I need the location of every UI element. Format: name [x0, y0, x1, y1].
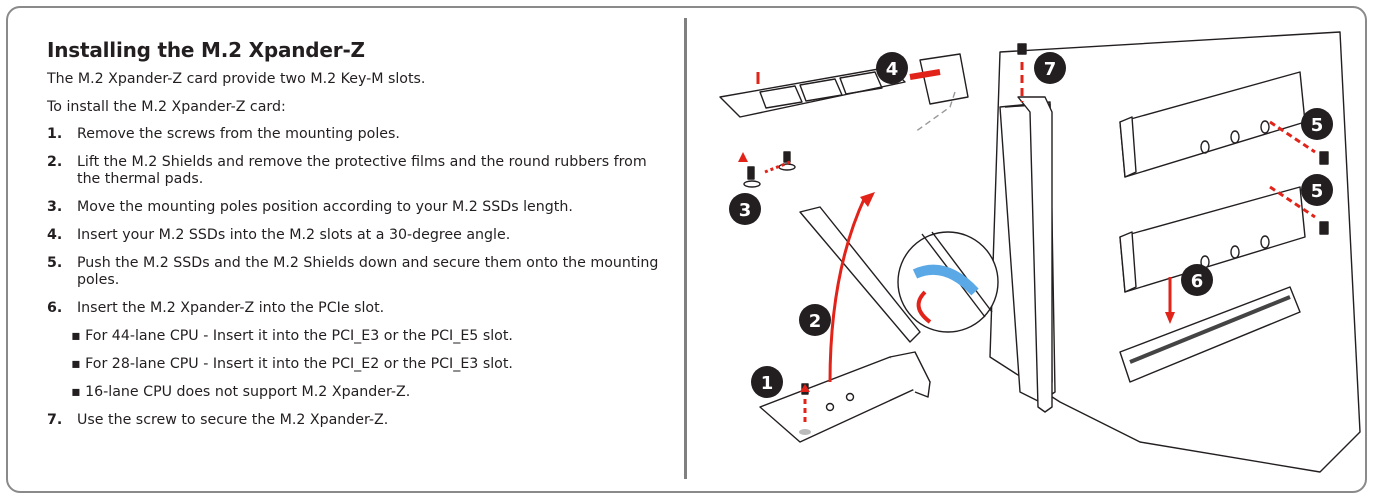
steps-list: 1. Remove the screws from the mounting po… — [47, 126, 672, 317]
step-text: Insert the M.2 Xpander-Z into the PCIe s… — [77, 300, 385, 316]
page-title: Installing the M.2 Xpander-Z — [47, 38, 365, 62]
action-arrows — [756, 62, 1316, 422]
step-3: 3. Move the mounting poles position accor… — [47, 199, 672, 216]
badge-5a: 5 — [1301, 108, 1333, 140]
step-6: 6. Insert the M.2 Xpander-Z into the PCIe… — [47, 300, 672, 317]
svg-text:2: 2 — [809, 311, 822, 332]
step-number: 6. — [47, 300, 63, 316]
m2-ssd-drawing — [719, 53, 969, 133]
intro-text: The M.2 Xpander-Z card provide two M.2 K… — [47, 71, 426, 87]
svg-text:6: 6 — [1191, 271, 1204, 292]
step-5: 5. Push the M.2 SSDs and the M.2 Shields … — [47, 255, 672, 289]
step-text: Insert your M.2 SSDs into the M.2 slots … — [77, 227, 511, 243]
arrow-heads — [738, 152, 1175, 392]
step-text: Move the mounting poles position accordi… — [77, 199, 573, 215]
step-text: Use the screw to secure the M.2 Xpander-… — [77, 412, 389, 428]
step-number: 1. — [47, 126, 63, 142]
svg-text:7: 7 — [1044, 59, 1057, 80]
lead-text: To install the M.2 Xpander-Z card: — [47, 99, 286, 115]
installation-illustration: 1 2 3 4 5 5 6 7 — [719, 31, 1361, 473]
badge-2: 2 — [799, 304, 831, 336]
subitem-28-lane: ▪ For 28-lane CPU - Insert it into the P… — [71, 356, 513, 372]
step-2: 2. Lift the M.2 Shields and remove the pr… — [47, 154, 672, 188]
svg-text:5: 5 — [1311, 181, 1324, 202]
badge-1: 1 — [751, 366, 783, 398]
svg-text:1: 1 — [761, 373, 774, 394]
step-4: 4. Insert your M.2 SSDs into the M.2 slot… — [47, 227, 672, 244]
svg-text:3: 3 — [739, 200, 752, 221]
step-badges: 1 2 3 4 5 5 6 7 — [729, 52, 1333, 398]
step-number: 3. — [47, 199, 63, 215]
xpander-card-drawing — [989, 31, 1361, 473]
badge-6: 6 — [1181, 264, 1213, 296]
step-number: 2. — [47, 154, 63, 170]
step-text: Push the M.2 SSDs and the M.2 Shields do… — [77, 255, 659, 288]
badge-3: 3 — [729, 193, 761, 225]
step-7: 7. Use the screw to secure the M.2 Xpande… — [47, 412, 672, 429]
content-frame — [6, 6, 1367, 493]
svg-text:5: 5 — [1311, 115, 1324, 136]
step-1: 1. Remove the screws from the mounting po… — [47, 126, 672, 143]
badge-7: 7 — [1034, 52, 1066, 84]
subitem-44-lane: ▪ For 44-lane CPU - Insert it into the P… — [71, 328, 513, 344]
step-number: 5. — [47, 255, 63, 271]
svg-text:4: 4 — [886, 59, 899, 80]
step-text: Remove the screws from the mounting pole… — [77, 126, 400, 142]
step-number: 4. — [47, 227, 63, 243]
m2-shield-drawing — [759, 206, 931, 443]
badge-4: 4 — [876, 52, 908, 84]
subitem-16-lane: ▪ 16-lane CPU does not support M.2 Xpand… — [71, 384, 411, 400]
column-divider — [684, 18, 687, 479]
badge-5b: 5 — [1301, 174, 1333, 206]
step-text: Lift the M.2 Shields and remove the prot… — [77, 154, 647, 187]
instructions-panel: Installing the M.2 Xpander-Z The M.2 Xpa… — [47, 38, 672, 440]
zoom-inset-drawing — [897, 231, 999, 333]
step-number: 7. — [47, 412, 63, 428]
